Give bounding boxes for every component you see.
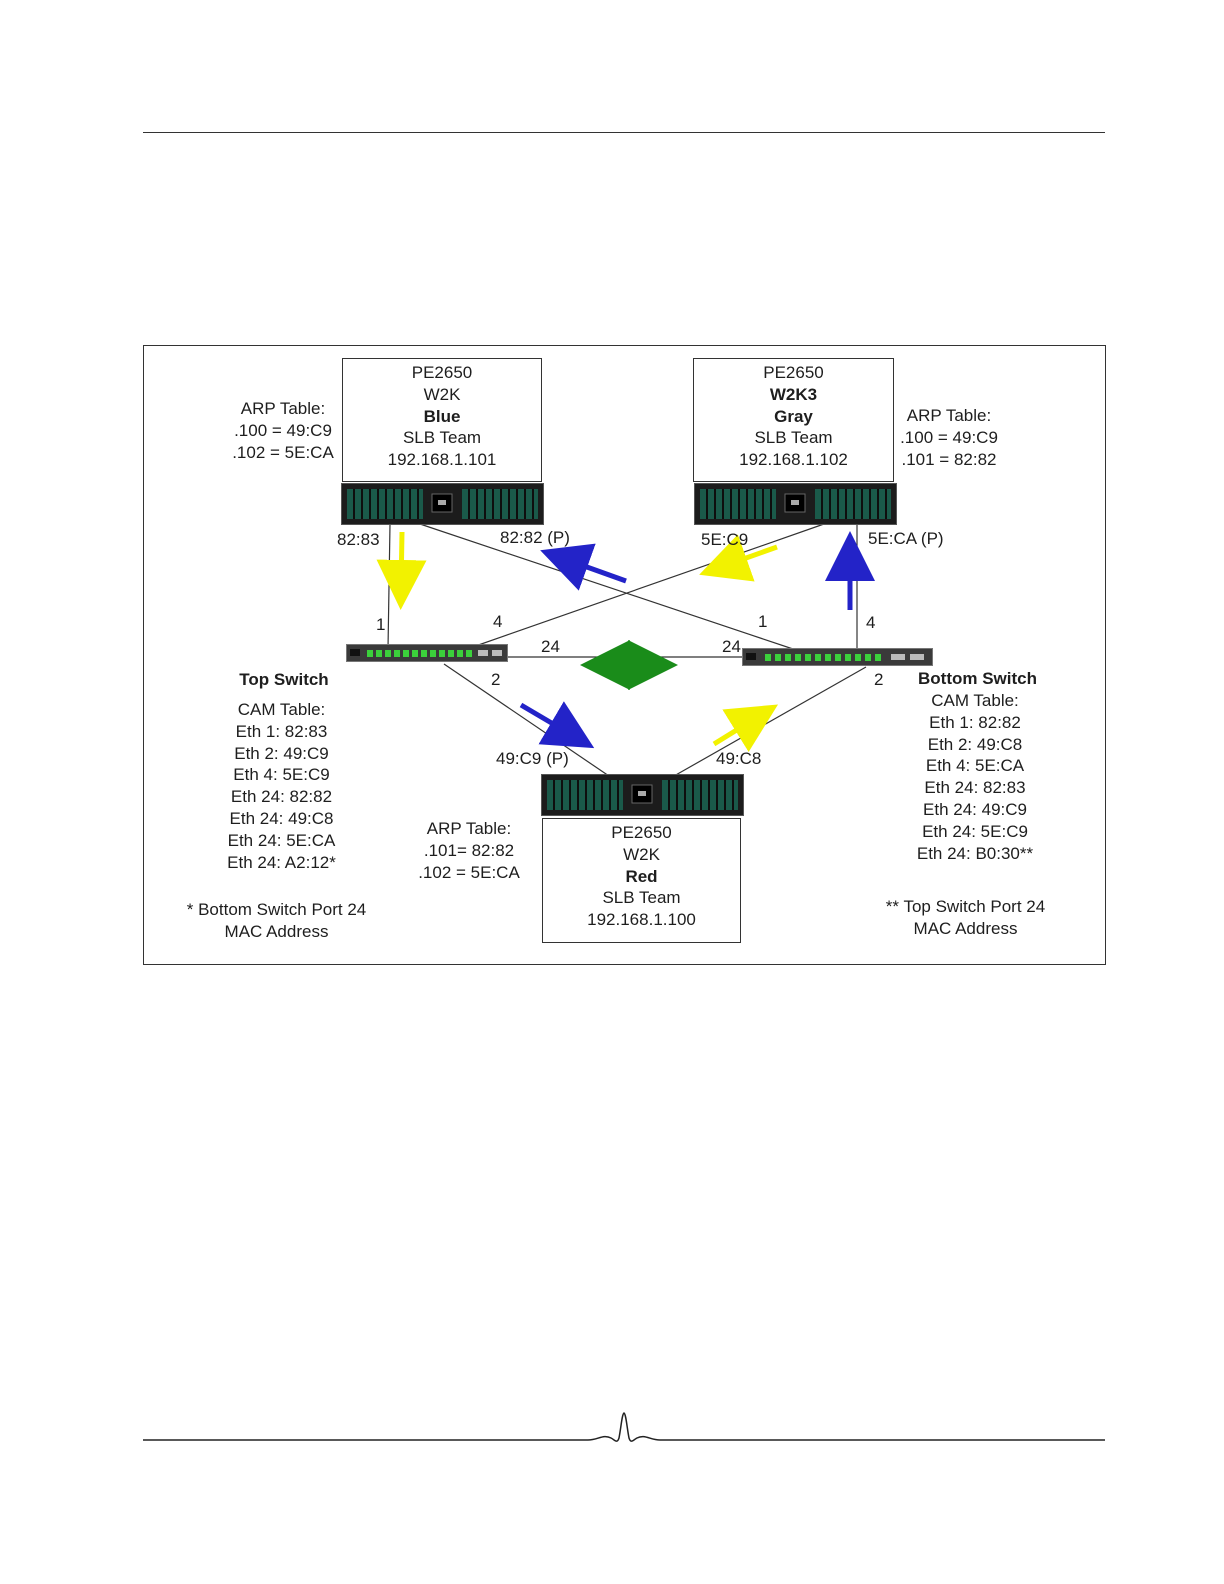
mac-label-gray-left: 5E:C9 — [701, 530, 749, 549]
header-rule — [143, 132, 1105, 133]
top-cam-row: Eth 24: 82:82 — [230, 787, 333, 807]
arp-blue-title: ARP Table: — [240, 399, 326, 418]
bottom-switch-device — [742, 648, 933, 666]
top-cam-row: Eth 4: 5E:C9 — [233, 765, 330, 785]
top-cam-row: Eth 24: 49:C8 — [229, 808, 334, 828]
server-blue-model: PE2650 — [411, 363, 473, 382]
mac-label-red-left: 49:C9 (P) — [496, 749, 569, 768]
bottom-cam-row: Eth 1: 82:82 — [929, 712, 1021, 732]
arp-gray-title: ARP Table: — [906, 406, 992, 425]
footer-rule-logo — [143, 1412, 1105, 1442]
bottom-footnote-line-1: ** Top Switch Port 24 — [885, 897, 1046, 916]
top-switch-title: Top Switch — [239, 670, 329, 689]
bottom-footnote-line-2: MAC Address — [913, 918, 1018, 938]
server-vent-graphic — [547, 780, 738, 810]
port-top-24: 24 — [541, 637, 560, 656]
arp-blue-row-2: .102 = 5E:CA — [232, 442, 334, 462]
port-top-4: 4 — [493, 612, 503, 631]
server-red-ip: 192.168.1.100 — [587, 910, 696, 930]
mac-label-blue-left: 82:83 — [337, 530, 380, 549]
bottom-cam-row: Eth 24: 5E:C9 — [922, 821, 1028, 841]
server-gray-team: SLB Team — [754, 428, 833, 448]
diagram-connections — [376, 523, 875, 777]
arp-table-gray: ARP Table: .100 = 49:C9 .101 = 82:82 — [894, 405, 1004, 470]
server-blue-name: Blue — [423, 406, 461, 426]
server-blue-ip: 192.168.1.101 — [387, 450, 497, 470]
top-cam-row: Eth 24: 5E:CA — [227, 830, 336, 850]
server-vent-graphic — [700, 489, 891, 519]
cable-blue-top1 — [387, 523, 391, 650]
top-switch-footnote: * Bottom Switch Port 24 MAC Address — [174, 899, 379, 943]
cable-top2-red — [443, 663, 610, 777]
server-blue-label-box: PE2650 W2K Blue SLB Team 192.168.1.101 — [342, 358, 542, 482]
server-red-os: W2K — [623, 844, 660, 864]
server-gray-model: PE2650 — [763, 363, 824, 382]
top-switch-device — [346, 644, 508, 662]
top-cam-row: Eth 1: 82:83 — [235, 721, 328, 741]
yellow-arrow-blue-down — [376, 531, 427, 610]
server-blue-bezel — [341, 483, 544, 525]
cable-gray-top4 — [466, 523, 825, 650]
server-gray-os: W2K3 — [769, 384, 818, 404]
server-red-model: PE2650 — [611, 823, 672, 842]
bottom-switch-cam-table: CAM Table: Eth 1: 82:82 Eth 2: 49:C8 Eth… — [900, 690, 1050, 864]
yellow-arrow-gray-left — [699, 534, 778, 582]
blue-arrow-to-blue — [540, 543, 627, 591]
network-diagram: PE2650 W2K Blue SLB Team 192.168.1.101 P… — [143, 345, 1106, 965]
blue-arrow-to-red — [519, 701, 595, 749]
bottom-switch-title: Bottom Switch — [918, 669, 1037, 688]
top-cam-row: Eth 2: 49:C9 — [234, 743, 329, 763]
server-gray-bezel — [694, 483, 897, 525]
switch-port-graphic — [746, 653, 924, 661]
port-top-1: 1 — [376, 615, 386, 634]
arp-gray-row-2: .101 = 82:82 — [901, 449, 997, 469]
server-red-team: SLB Team — [602, 888, 681, 908]
server-blue-team: SLB Team — [402, 428, 482, 448]
arp-blue-row-1: .100 = 49:C9 — [234, 420, 332, 440]
cable-bottom2-red — [673, 666, 867, 777]
mac-label-red-right: 49:C8 — [716, 749, 762, 768]
arp-gray-row-1: .100 = 49:C9 — [900, 427, 998, 447]
arp-red-row-1: .101= 82:82 — [423, 840, 515, 860]
server-red-label-box: PE2650 W2K Red SLB Team 192.168.1.100 — [542, 818, 741, 943]
port-bottom-24: 24 — [722, 637, 741, 656]
port-bottom-4: 4 — [866, 613, 876, 632]
server-vent-graphic — [347, 489, 538, 519]
mac-label-blue-right: 82:82 (P) — [500, 528, 570, 547]
arp-table-red: ARP Table: .101= 82:82 .102 = 5E:CA — [410, 818, 528, 883]
cable-blue-bottom1 — [419, 523, 800, 652]
switch-port-graphic — [350, 649, 502, 657]
yellow-arrow-red-up — [712, 704, 779, 753]
port-bottom-2: 2 — [874, 670, 884, 689]
port-bottom-1: 1 — [758, 612, 768, 631]
top-cam-title: CAM Table: — [237, 700, 326, 719]
top-switch-cam-table: CAM Table: Eth 1: 82:83 Eth 2: 49:C9 Eth… — [209, 699, 354, 873]
bottom-cam-row: Eth 24: B0:30** — [916, 843, 1034, 863]
server-blue-os: W2K — [423, 384, 461, 404]
server-gray-name: Gray — [774, 406, 813, 426]
arp-red-title: ARP Table: — [426, 819, 512, 838]
bottom-switch-footnote: ** Top Switch Port 24 MAC Address — [868, 896, 1063, 940]
top-footnote-line-1: * Bottom Switch Port 24 — [186, 900, 367, 919]
top-cam-row: Eth 24: A2:12* — [227, 852, 336, 872]
bottom-cam-row: Eth 24: 82:83 — [924, 778, 1026, 798]
bottom-cam-row: Eth 24: 49:C9 — [923, 799, 1027, 819]
server-red-bezel — [541, 774, 744, 816]
server-gray-label-box: PE2650 W2K3 Gray SLB Team 192.168.1.102 — [693, 358, 894, 482]
server-red-name: Red — [625, 866, 658, 886]
top-footnote-line-2: MAC Address — [224, 921, 329, 941]
bottom-cam-row: Eth 4: 5E:CA — [925, 756, 1025, 776]
port-top-2: 2 — [491, 670, 501, 689]
bottom-cam-title: CAM Table: — [931, 691, 1019, 710]
arp-table-blue: ARP Table: .100 = 49:C9 .102 = 5E:CA — [228, 398, 338, 463]
arp-red-row-2: .102 = 5E:CA — [418, 862, 520, 882]
mac-label-gray-right: 5E:CA (P) — [868, 529, 944, 548]
bottom-cam-row: Eth 2: 49:C8 — [927, 734, 1023, 754]
server-gray-ip: 192.168.1.102 — [739, 450, 848, 470]
